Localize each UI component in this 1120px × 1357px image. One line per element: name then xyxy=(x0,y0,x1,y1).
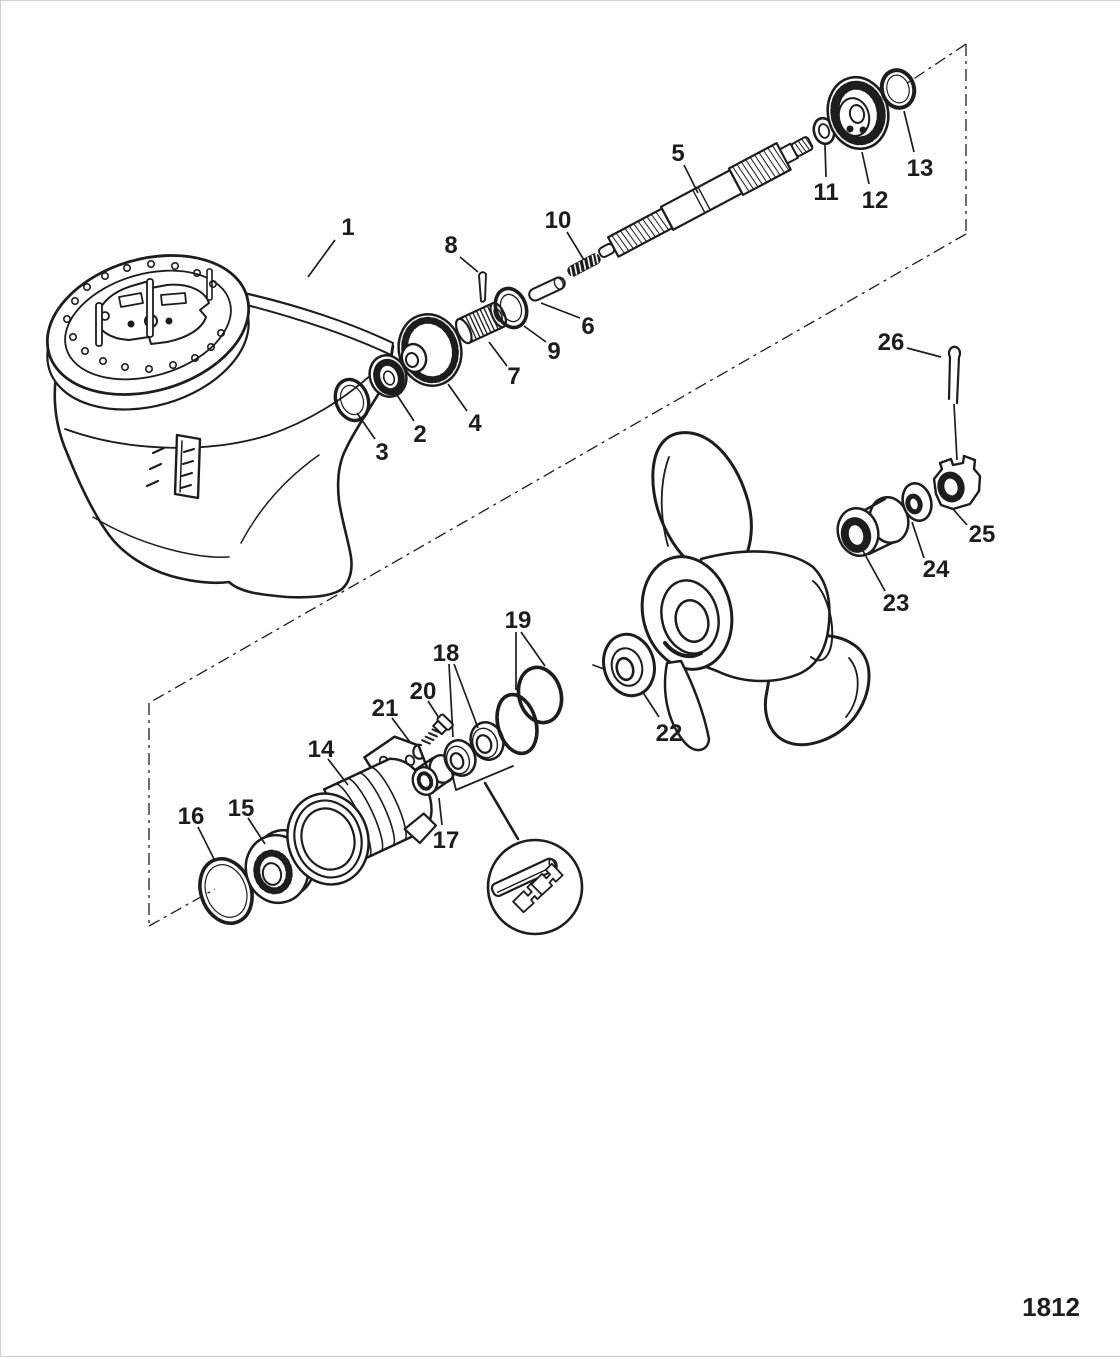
leader-line-11 xyxy=(824,144,827,178)
callout-12: 12 xyxy=(862,187,889,214)
leader-line-16 xyxy=(197,826,215,860)
callout-11: 11 xyxy=(813,179,838,206)
leader-line-26 xyxy=(953,403,958,461)
leader-line-15 xyxy=(247,817,266,845)
flange-bolt-holes xyxy=(62,259,226,373)
callout-19: 19 xyxy=(505,607,532,634)
callout-3: 3 xyxy=(375,439,388,466)
part-1-gear-housing xyxy=(45,254,395,599)
callout-1: 1 xyxy=(341,214,354,241)
callout-9: 9 xyxy=(547,338,560,365)
leader-line-7 xyxy=(488,341,508,367)
part-13-oring xyxy=(879,68,917,110)
callout-22: 22 xyxy=(656,720,683,747)
part-19-orings xyxy=(495,665,564,756)
leader-line-3 xyxy=(356,412,376,440)
propeller xyxy=(640,431,871,752)
callout-15: 15 xyxy=(228,795,255,822)
callout-14: 14 xyxy=(308,736,335,763)
callout-8: 8 xyxy=(444,232,457,259)
leader-line-8 xyxy=(459,256,479,273)
part-8-clutch-pin xyxy=(478,271,487,303)
part-10-cross-pin-spring xyxy=(567,252,601,278)
callout-21: 21 xyxy=(372,695,399,722)
leader-line-9 xyxy=(523,325,547,343)
callout-18: 18 xyxy=(433,640,460,667)
leader-line-17 xyxy=(438,797,443,826)
leader-line-22 xyxy=(641,690,660,718)
callout-16: 16 xyxy=(178,803,205,830)
part-5-propeller-shaft xyxy=(598,136,814,259)
callout-24: 24 xyxy=(923,556,950,583)
part-22-prop-washer xyxy=(592,632,656,698)
callout-2: 2 xyxy=(413,421,426,448)
leader-line-23 xyxy=(862,550,886,592)
leader-line-10 xyxy=(566,231,585,261)
leader-line-26 xyxy=(906,347,942,358)
callout-10: 10 xyxy=(545,207,572,234)
leader-line-12 xyxy=(861,151,870,185)
part-12-reverse-gear xyxy=(826,75,890,151)
dashed-boundary xyxy=(148,43,967,927)
part-20-bolt xyxy=(421,713,454,745)
leader-line-1 xyxy=(307,239,336,278)
leader-line-20 xyxy=(427,700,440,719)
part-6-cross-pin xyxy=(528,276,566,302)
part-21-tab-clip xyxy=(412,743,424,760)
leader-line-21 xyxy=(391,717,411,743)
leader-line-14 xyxy=(327,758,349,786)
callout-20: 20 xyxy=(410,678,437,705)
part-4-forward-gear xyxy=(397,313,463,387)
leader-line-25 xyxy=(951,507,968,526)
callout-6: 6 xyxy=(581,313,594,340)
part-23-thrust-hub xyxy=(836,495,910,558)
callout-26: 26 xyxy=(878,329,905,356)
leader-line-18 xyxy=(453,663,479,729)
leader-line-5 xyxy=(683,164,699,194)
part-25-prop-nut xyxy=(932,454,982,511)
leader-line-6 xyxy=(540,302,581,319)
part-24-washer xyxy=(901,481,933,523)
leader-line-13 xyxy=(903,110,915,153)
part-14-bearing-carrier xyxy=(286,735,438,886)
callout-25: 25 xyxy=(969,521,996,548)
page-number: 1812 xyxy=(1022,1292,1080,1322)
leader-line-19 xyxy=(520,631,546,667)
callout-7: 7 xyxy=(507,363,520,390)
leader-line-2 xyxy=(396,394,415,422)
hub-kit-inset xyxy=(450,765,584,936)
leader-line-4 xyxy=(447,383,468,412)
callout-23: 23 xyxy=(883,590,910,617)
callout-4: 4 xyxy=(468,410,482,437)
callout-17: 17 xyxy=(433,827,460,854)
callout-13: 13 xyxy=(907,155,934,182)
part-26-cotter-pin xyxy=(947,345,962,405)
part-9-retaining-ring xyxy=(493,286,529,330)
leader-line-24 xyxy=(911,521,925,559)
leader-line-18 xyxy=(448,663,454,738)
callout-5: 5 xyxy=(671,140,684,167)
part-18-washers xyxy=(443,721,505,777)
